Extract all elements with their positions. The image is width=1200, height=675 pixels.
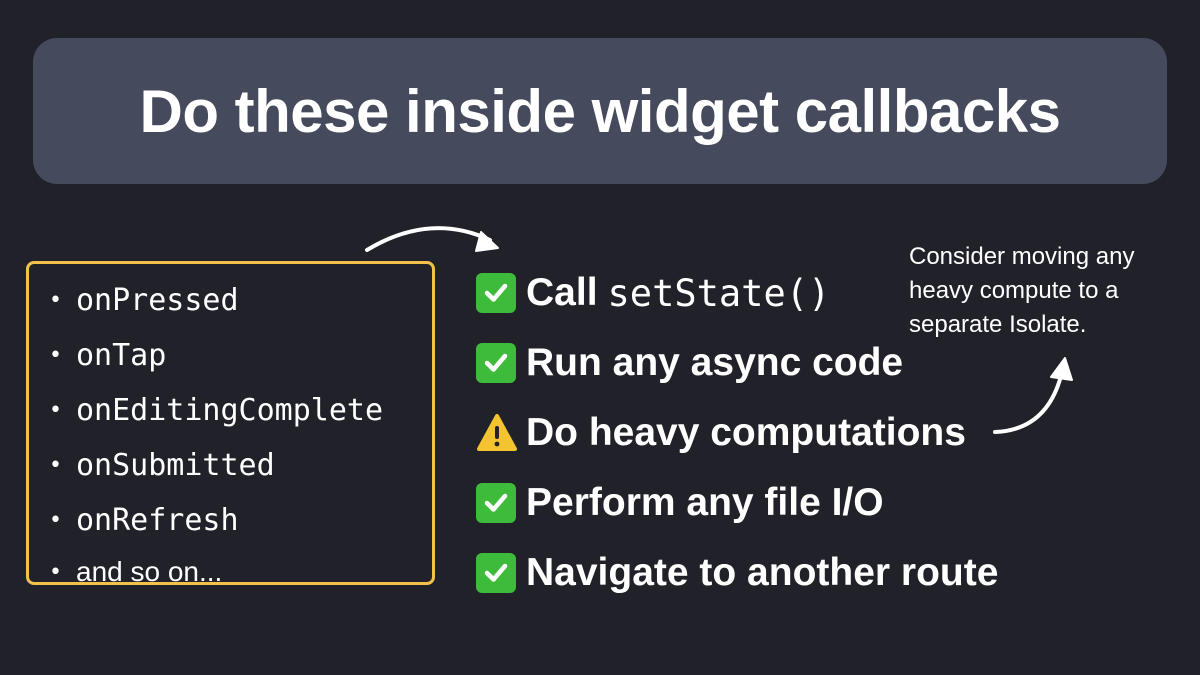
action-text: Perform any file I/O bbox=[526, 481, 884, 524]
action-text: Call bbox=[526, 271, 598, 314]
list-item: • onSubmitted bbox=[49, 438, 432, 493]
callback-name: onEditingComplete bbox=[76, 393, 384, 428]
action-list: Call setState() Run any async code Do he… bbox=[476, 258, 998, 608]
warning-icon bbox=[476, 413, 518, 453]
bullet: • bbox=[49, 398, 62, 423]
list-item: • onTap bbox=[49, 328, 432, 383]
action-item: Run any async code bbox=[476, 328, 998, 398]
action-item: Navigate to another route bbox=[476, 538, 998, 608]
action-text: Do heavy computations bbox=[526, 411, 966, 454]
list-item: • onRefresh bbox=[49, 493, 432, 548]
bullet: • bbox=[49, 453, 62, 478]
action-text: Run any async code bbox=[526, 341, 904, 384]
callback-name: onPressed bbox=[76, 283, 239, 318]
callback-name: onRefresh bbox=[76, 503, 239, 538]
list-item: • and so on... bbox=[49, 548, 432, 596]
callbacks-box: • onPressed • onTap • onEditingComplete … bbox=[26, 261, 435, 587]
action-item: Call setState() bbox=[476, 258, 998, 328]
page-title: Do these inside widget callbacks bbox=[139, 77, 1061, 145]
more-label: and so on... bbox=[76, 556, 223, 587]
check-icon bbox=[476, 273, 516, 313]
callback-name: onTap bbox=[76, 338, 167, 373]
action-item: Perform any file I/O bbox=[476, 468, 998, 538]
list-item: • onPressed bbox=[49, 273, 432, 328]
bullet: • bbox=[49, 288, 62, 313]
action-item: Do heavy computations bbox=[476, 398, 998, 468]
bullet: • bbox=[49, 559, 62, 585]
list-item: • onEditingComplete bbox=[49, 383, 432, 438]
check-icon bbox=[476, 553, 516, 593]
check-icon bbox=[476, 483, 516, 523]
title-banner: Do these inside widget callbacks bbox=[33, 38, 1167, 184]
bullet: • bbox=[49, 508, 62, 533]
bullet: • bbox=[49, 343, 62, 368]
action-text: Navigate to another route bbox=[526, 551, 999, 594]
callback-name: onSubmitted bbox=[76, 448, 275, 483]
note-text: Consider moving any heavy compute to a s… bbox=[909, 243, 1135, 338]
action-code: setState() bbox=[607, 271, 831, 315]
check-icon bbox=[476, 343, 516, 383]
